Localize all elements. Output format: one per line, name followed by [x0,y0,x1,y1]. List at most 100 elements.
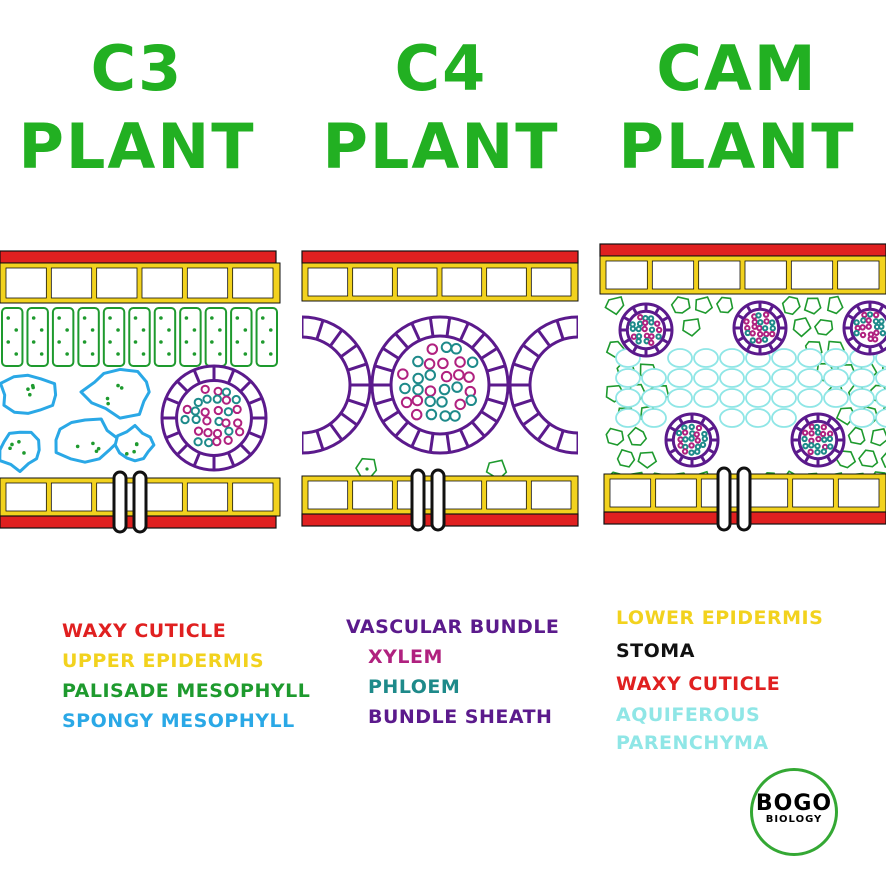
aquiferous-parenchyma-cell [641,408,667,428]
chloroplast [268,352,273,356]
spongy-cell [113,424,156,463]
c3-stoma [112,470,148,534]
cam-stoma [716,466,752,532]
chloroplast [210,316,214,320]
palisade-cell [77,307,100,367]
phloem-cell [449,410,461,422]
phloem-cell [749,337,757,344]
title-c3: C3 PLANT [0,30,277,186]
epidermis-cell [655,478,697,508]
xylem-vessel [865,317,872,324]
xylem-vessel [453,369,465,381]
phloem-cell [801,435,808,443]
phloem-cell [744,329,751,337]
aquiferous-parenchyma-cell [823,388,849,408]
phloem-cell [701,435,709,442]
cam-mesophyll-cell [605,427,625,446]
cam-mesophyll-cell [870,427,886,447]
aquiferous-parenchyma-cell [771,388,797,408]
chloroplast [141,328,146,332]
phloem-cell [872,318,880,325]
xylem-vessel [630,333,638,340]
cam-upper-epidermis [599,255,886,295]
xylem-vessel [647,339,655,346]
cam-mesophyll-cell [637,451,658,469]
cam-bundle-4-sheath-wall [794,448,803,455]
chloroplast [31,385,35,390]
c4-mesophyll-cell [355,457,378,476]
xylem-vessel [182,404,192,415]
chloroplast [116,383,120,388]
chloroplast [365,467,369,471]
c3-bundle-sheath-wall [192,452,202,467]
palisade-cell [102,307,126,367]
phloem-cell [768,319,776,326]
phloem-cell [223,407,234,417]
cam-bundle-1-sheath-wall [736,313,745,320]
chloroplast [210,340,214,344]
c3-bundle-sheath-wall [226,452,236,467]
phloem-cell [675,429,683,437]
cam-bundle-2-sheath-wall [878,343,885,352]
cam-bundle-3-sheath-wall [677,416,684,425]
spongy-cell [0,430,41,473]
chloroplast [94,449,99,454]
legend-bundle-sheath: BUNDLE SHEATH [368,706,553,728]
c4-edge-sheath-wall [536,329,551,348]
phloem-cell [682,436,689,443]
epidermis-cell [141,267,183,299]
phloem-cell [231,394,241,405]
xylem-vessel [755,337,762,344]
chloroplast [65,352,69,356]
xylem-vessel [756,324,763,332]
phloem-cell [694,448,701,455]
xylem-vessel [677,436,684,443]
chloroplast [192,328,197,332]
palisade-cell [230,307,253,367]
cam-bundle-3-sheath-wall [707,448,716,455]
epidermis-cell [352,267,393,297]
chloroplast [167,352,171,356]
xylem-vessel [212,436,222,447]
c4-edge-sheath-wall [329,329,344,348]
phloem-cell [688,435,695,442]
c4-edge-sheath-wall [281,320,287,339]
c4-edge-sheath-wall [555,430,565,451]
phloem-cell [635,338,642,345]
phloem-cell [814,448,821,456]
epidermis-cell [307,267,349,297]
chloroplast [39,352,44,356]
cam-mesophyll-cell [880,452,886,468]
cam-bundle-0-sheath-wall [661,338,670,345]
phloem-cell [648,319,655,326]
xylem-vessel [440,370,453,383]
aquiferous-parenchyma-cell [641,388,667,408]
phloem-cell [180,414,190,425]
cam-bundle-4-sheath-wall [826,455,833,464]
title-c3-line2: PLANT [18,110,256,183]
xylem-vessel [200,384,210,394]
aquiferous-parenchyma-cell [849,408,875,428]
cam-bundle-0-sheath-wall [622,315,631,322]
xylem-vessel [437,357,449,370]
phloem-cell [451,381,463,393]
xylem-vessel [694,437,701,444]
palisade-cell [153,307,177,367]
aquiferous-parenchyma-cell [667,368,693,388]
chloroplast [65,328,69,332]
c3-spongy-mesophyll [0,367,156,473]
xylem-vessel [202,416,212,426]
aquiferous-parenchyma-cell [667,348,693,368]
xylem-vessel [763,330,770,338]
xylem-vessel [463,371,475,383]
phloem-cell [412,372,424,385]
cam-mesophyll-cell [682,318,701,337]
xylem-vessel [861,311,868,319]
xylem-vessel [203,428,213,438]
phloem-cell [688,423,695,431]
cam-bundle-1-sheath-wall [775,313,784,320]
c3-bundle-sheath-wall [176,443,189,456]
chloroplast [57,340,61,344]
aquiferous-parenchyma-cell [693,368,719,388]
cam-bundle-2-sheath-wall [855,304,862,313]
